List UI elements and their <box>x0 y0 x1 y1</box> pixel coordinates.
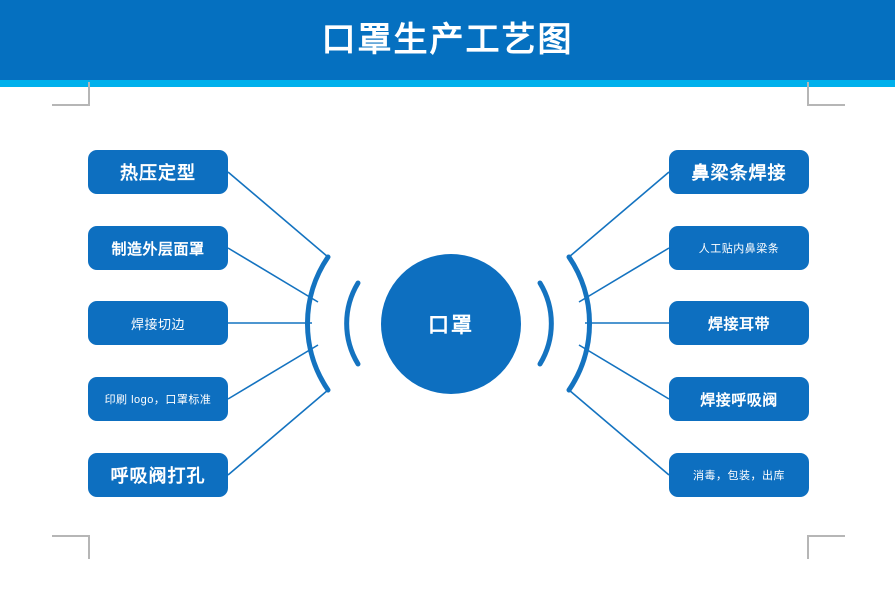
center-node-label: 口罩 <box>428 314 474 337</box>
node-left-3[interactable]: 印刷 logo，口罩标准 <box>88 377 228 421</box>
node-left-1-label: 制造外层面罩 <box>111 240 205 258</box>
header-bar: 口罩生产工艺图 <box>0 0 895 80</box>
center-node[interactable]: 口罩 <box>381 254 521 394</box>
node-left-3-label: 印刷 logo，口罩标准 <box>104 394 212 406</box>
node-right-0[interactable]: 鼻梁条焊接 <box>669 150 809 194</box>
connector-left-3 <box>227 344 319 400</box>
arc-outer-left <box>304 254 331 393</box>
node-right-2[interactable]: 焊接耳带 <box>669 301 809 345</box>
node-right-3[interactable]: 焊接呼吸阀 <box>669 377 809 421</box>
arc-inner-right <box>537 280 554 367</box>
node-left-2[interactable]: 焊接切边 <box>88 301 228 345</box>
corner-bracket-bottom-right <box>807 535 845 559</box>
connector-left-0 <box>227 171 329 258</box>
connector-layer <box>227 171 670 476</box>
connector-right-3 <box>578 344 670 400</box>
node-left-4[interactable]: 呼吸阀打孔 <box>88 453 228 497</box>
process-diagram: 热压定型 制造外层面罩 焊接切边 印刷 logo，口罩标准 呼吸阀打孔 鼻梁条焊… <box>0 87 895 601</box>
connector-left-4 <box>227 389 329 476</box>
node-right-4-label: 消毒，包装，出库 <box>693 470 785 482</box>
corner-bracket-top-left <box>52 82 90 106</box>
node-right-3-label: 焊接呼吸阀 <box>700 391 778 409</box>
arc-outer-right <box>566 254 593 393</box>
header-accent-strip <box>0 80 895 87</box>
connector-right-4 <box>568 389 670 476</box>
page-title: 口罩生产工艺图 <box>321 21 574 59</box>
left-connectors <box>227 171 329 476</box>
node-right-1[interactable]: 人工贴内鼻梁条 <box>669 226 809 270</box>
bracket-arcs <box>304 254 593 393</box>
node-right-0-label: 鼻梁条焊接 <box>691 163 787 183</box>
node-right-2-label: 焊接耳带 <box>707 315 770 333</box>
right-connectors <box>568 171 670 476</box>
node-left-2-label: 焊接切边 <box>130 316 185 332</box>
node-left-0[interactable]: 热压定型 <box>88 150 228 194</box>
connector-right-1 <box>578 247 670 303</box>
connector-left-1 <box>227 247 319 303</box>
corner-bracket-bottom-left <box>52 535 90 559</box>
connector-right-0 <box>568 171 670 258</box>
node-right-1-label: 人工贴内鼻梁条 <box>698 243 780 255</box>
node-left-4-label: 呼吸阀打孔 <box>110 466 206 486</box>
node-right-4[interactable]: 消毒，包装，出库 <box>669 453 809 497</box>
arc-inner-left <box>344 280 361 367</box>
node-left-1[interactable]: 制造外层面罩 <box>88 226 228 270</box>
node-left-0-label: 热压定型 <box>120 163 196 183</box>
corner-bracket-top-right <box>807 82 845 106</box>
